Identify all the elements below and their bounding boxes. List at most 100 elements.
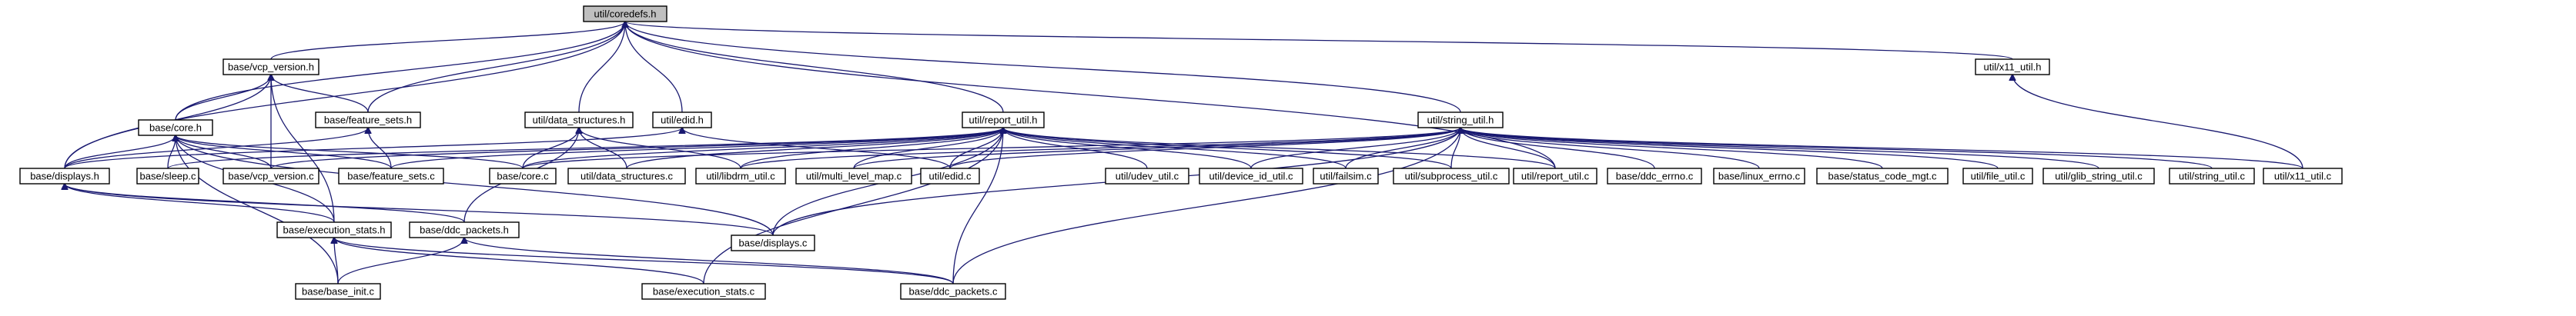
node-label: util/edid.c [929, 171, 972, 182]
node-box [2169, 168, 2255, 185]
node-feature-sets-c[interactable]: base/feature_sets.c [338, 168, 444, 185]
node-udev-util-c[interactable]: util/udev_util.c [1105, 168, 1189, 185]
node-data-structures-h[interactable]: util/data_structures.h [524, 111, 634, 128]
node-string-util-c[interactable]: util/string_util.c [2169, 168, 2255, 185]
node-sleep-c[interactable]: base/sleep.c [136, 168, 199, 185]
node-displays-c[interactable]: base/displays.c [731, 235, 815, 251]
node-label: base/sleep.c [140, 171, 196, 182]
edge-ddc_errno_c-to-string_util_h [1460, 128, 1655, 169]
node-box [695, 168, 786, 185]
node-ddc-packets-c[interactable]: base/ddc_packets.c [900, 283, 1006, 300]
edge-libdrm_util_c-to-data_structures_h [579, 128, 741, 169]
node-base-init-c[interactable]: base/base_init.c [295, 283, 381, 300]
node-label: util/subprocess_util.c [1405, 171, 1498, 182]
edge-ddc_packets_c-to-execution_stats_h [334, 238, 954, 284]
node-box [138, 119, 213, 136]
node-vcp-version-h[interactable]: base/vcp_version.h [222, 58, 319, 75]
edge-core_c-to-string_util_h [522, 128, 1460, 169]
edge-execution_stats_c-to-report_util_h [703, 128, 1003, 284]
node-string-util-h[interactable]: util/string_util.h [1417, 111, 1504, 128]
edge-core_h-to-vcp_version_h [175, 75, 271, 121]
node-core-h[interactable]: base/core.h [138, 119, 213, 136]
edge-displays_h-to-feature_sets_h [64, 128, 368, 169]
node-multi-level-map-c[interactable]: util/multi_level_map.c [795, 168, 912, 185]
edge-file_util_c-to-string_util_h [1460, 128, 1999, 169]
node-box [962, 111, 1045, 128]
edge-execution_stats_h-to-displays_h [65, 184, 335, 223]
node-feature-sets-h[interactable]: base/feature_sets.h [315, 111, 421, 128]
node-label: base/feature_sets.c [347, 171, 435, 182]
node-vcp-version-c[interactable]: base/vcp_version.c [222, 168, 319, 185]
node-box [583, 5, 667, 22]
node-file-util-c[interactable]: util/file_util.c [1962, 168, 2033, 185]
node-label: base/ddc_errno.c [1616, 171, 1694, 182]
edge-x11_util_c-to-string_util_h [1460, 128, 2303, 169]
node-ddc-errno-c[interactable]: base/ddc_errno.c [1607, 168, 1702, 185]
edge-feature_sets_c-to-report_util_h [390, 128, 1003, 169]
edge-data_structures_h-to-coredefs [578, 22, 625, 113]
node-glib-string-util-c[interactable]: util/glib_string_util.c [2042, 168, 2155, 185]
node-coredefs: util/coredefs.h [583, 5, 667, 22]
node-label: util/string_util.c [2179, 171, 2245, 182]
node-box [1313, 168, 1379, 185]
edge-edid_h-to-coredefs [625, 22, 683, 113]
file-nodes: util/coredefs.h base/vcp_version.h util/x1… [19, 5, 2343, 300]
node-execution-stats-h[interactable]: base/execution_stats.h [276, 221, 392, 238]
node-execution-stats-c[interactable]: base/execution_stats.c [641, 283, 766, 300]
node-status-code-mgt-c[interactable]: base/status_code_mgt.c [1816, 168, 1949, 185]
edge-ddc_packets_c-to-ddc_packets_h [464, 238, 954, 284]
node-box [731, 235, 815, 251]
node-core-c[interactable]: base/core.c [489, 168, 557, 185]
node-box [338, 168, 444, 185]
node-box [19, 168, 110, 185]
node-label: util/report_util.c [1521, 171, 1590, 182]
edge-displays_h-to-core_h [64, 135, 176, 169]
node-box [795, 168, 912, 185]
node-label: base/base_init.c [302, 286, 374, 298]
edge-ddc_packets_h-to-displays_h [65, 184, 465, 223]
node-ddc-packets-h[interactable]: base/ddc_packets.h [409, 221, 520, 238]
node-x11-util-c[interactable]: util/x11_util.c [2263, 168, 2343, 185]
node-box [276, 221, 392, 238]
node-report-util-h[interactable]: util/report_util.h [962, 111, 1045, 128]
node-label: util/coredefs.h [594, 8, 657, 20]
node-linux-errno-c[interactable]: base/linux_errno.c [1713, 168, 1805, 185]
node-subprocess-util-c[interactable]: util/subprocess_util.c [1393, 168, 1510, 185]
node-displays-h[interactable]: base/displays.h [19, 168, 110, 185]
node-label: base/vcp_version.c [228, 171, 314, 182]
node-box [900, 283, 1006, 300]
node-box [1607, 168, 1702, 185]
edge-failsim_c-to-report_util_h [1003, 128, 1347, 169]
node-label: util/data_structures.c [580, 171, 673, 182]
node-box [2263, 168, 2343, 185]
edge-x11_util_c-to-x11_util_h [2012, 75, 2303, 169]
node-x11-util-h[interactable]: util/x11_util.h [1975, 58, 2050, 75]
node-box [920, 168, 980, 185]
edge-string_util_h-to-coredefs [625, 22, 1461, 113]
dependency-edges [65, 22, 2303, 284]
edge-execution_stats_h-to-vcp_version_h [271, 75, 335, 223]
node-box [652, 111, 712, 128]
node-box [1962, 168, 2033, 185]
node-label: util/glib_string_util.c [2055, 171, 2143, 182]
node-device-id-util-c[interactable]: util/device_id_util.c [1199, 168, 1303, 185]
node-label: util/data_structures.h [533, 115, 626, 126]
edge-feature_sets_h-to-vcp_version_h [271, 75, 369, 113]
node-edid-c[interactable]: util/edid.c [920, 168, 980, 185]
edge-report_util_c-to-coredefs [625, 22, 1556, 169]
edge-report_util_h-to-coredefs [625, 22, 1004, 113]
edge-string_util_c-to-string_util_h [1460, 128, 2213, 169]
node-libdrm-util-c[interactable]: util/libdrm_util.c [695, 168, 786, 185]
node-data-structures-c[interactable]: util/data_structures.c [567, 168, 686, 185]
edge-core_h-to-coredefs [175, 22, 625, 121]
node-failsim-c[interactable]: util/failsim.c [1313, 168, 1379, 185]
edge-report_util_c-to-report_util_h [1003, 128, 1556, 169]
node-label: util/multi_level_map.c [806, 171, 902, 182]
node-label: base/displays.c [739, 238, 808, 249]
node-label: util/libdrm_util.c [706, 171, 775, 182]
edge-status_code_mgt_c-to-string_util_h [1460, 128, 1883, 169]
node-box [489, 168, 557, 185]
node-edid-h[interactable]: util/edid.h [652, 111, 712, 128]
node-label: util/string_util.h [1427, 115, 1494, 126]
node-report-util-c[interactable]: util/report_util.c [1513, 168, 1597, 185]
